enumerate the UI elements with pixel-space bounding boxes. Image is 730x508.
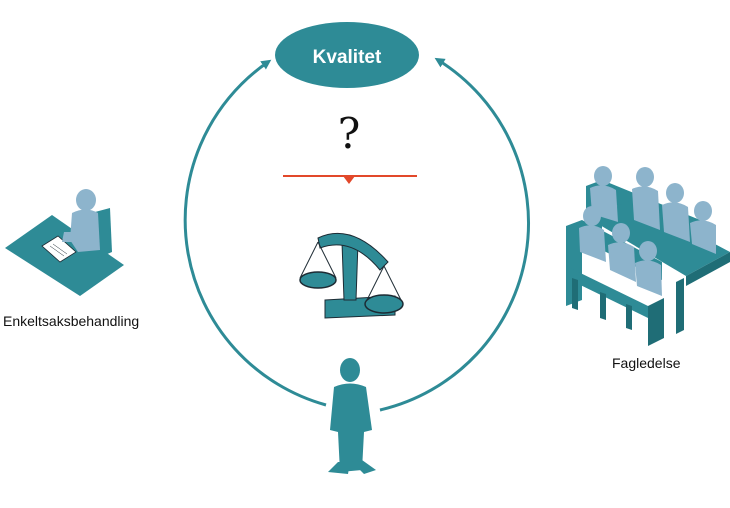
- right-label: Fagledelse: [612, 355, 681, 371]
- left-label: Enkeltsaksbehandling: [3, 313, 139, 329]
- quality-label: Kvalitet: [313, 47, 382, 68]
- person-at-desk-icon: [5, 189, 124, 296]
- balance-line: [283, 175, 417, 184]
- question-mark: ?: [338, 109, 361, 158]
- standing-person-icon: [328, 358, 376, 474]
- group-meeting-icon: [566, 166, 730, 346]
- quality-ellipse: [275, 22, 419, 88]
- left-cycle-arrow: [183, 59, 327, 407]
- scales-icon: [299, 232, 404, 319]
- right-cycle-arrow: [379, 57, 531, 412]
